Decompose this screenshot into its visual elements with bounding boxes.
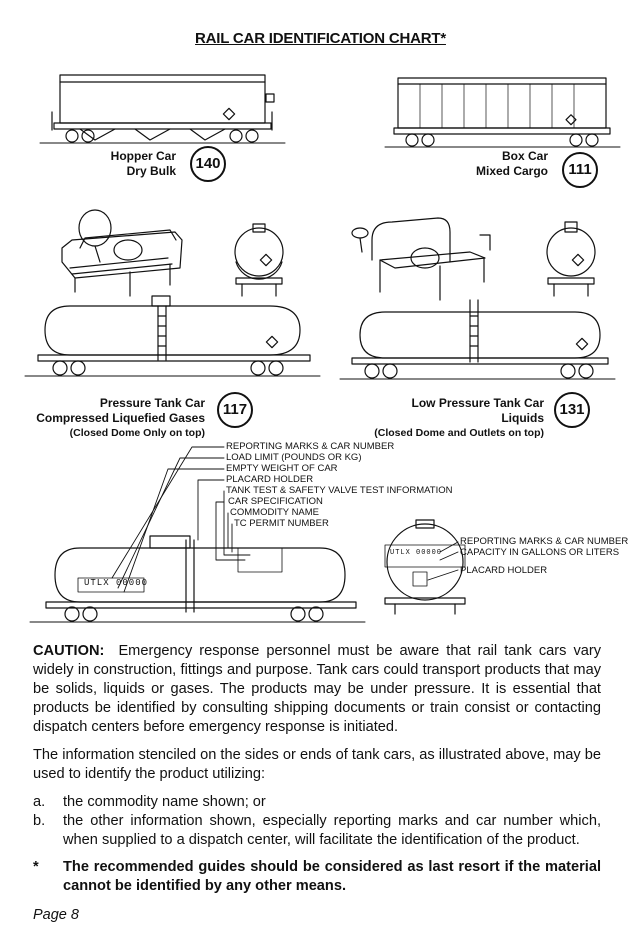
page-title: RAIL CAR IDENTIFICATION CHART* [195,30,446,47]
box-car-label: Box Car Mixed Cargo [440,149,548,179]
list-text: the other information shown, especially … [63,813,601,848]
low-pressure-tank-car-cargo: Liquids [501,411,544,425]
low-pressure-dome-detail [351,217,491,301]
guide-number-box: 111 [562,152,598,188]
box-car-drawing [384,77,621,148]
hopper-car-cargo: Dry Bulk [126,164,176,178]
pressure-tank-car-note: (Closed Dome Only on top) [69,427,205,439]
end-callout-placard-holder: PLACARD HOLDER [460,565,548,576]
callout-reporting-marks: REPORTING MARKS & CAR NUMBER [226,441,395,452]
pressure-tank-car-cargo: Compressed Liquefied Gases [36,411,205,425]
pressure-tank-side [24,295,321,377]
list-item: b. the other information shown, especial… [33,812,601,850]
hopper-car-label: Hopper Car Dry Bulk [80,149,176,179]
guide-number-hopper: 140 [190,146,226,182]
box-car-name: Box Car [501,149,548,163]
low-pressure-tank-car-label: Low Pressure Tank Car Liquids (Closed Do… [330,396,544,441]
hopper-car-drawing [39,74,286,144]
annotated-tank-car [29,535,366,623]
caution-paragraph: CAUTION: Emergency response personnel mu… [33,642,601,737]
caution-label: CAUTION: [33,643,105,659]
tank-end-stencil: UTLX 00000 [390,549,443,557]
list-marker: a. [33,794,46,810]
list-item: a. the commodity name shown; or [33,793,601,812]
callout-placard-holder: PLACARD HOLDER [226,474,314,485]
box-car-cargo: Mixed Cargo [475,164,548,178]
low-pressure-tank-car-note: (Closed Dome and Outlets on top) [374,427,544,439]
list-text: the commodity name shown; or [63,794,266,810]
guide-number-low-pressure-tank: 131 [554,392,590,428]
caution-text: Emergency response personnel must be awa… [33,643,602,735]
pressure-tank-car-name: Pressure Tank Car [99,396,205,410]
callout-empty-weight: EMPTY WEIGHT OF CAR [226,463,338,474]
list-marker: b. [33,813,46,829]
footnote-text: The recommended guides should be conside… [63,859,601,894]
pressure-dome-detail [61,209,183,297]
callout-tc-permit: TC PERMIT NUMBER [234,518,329,529]
body-text: CAUTION: Emergency response personnel mu… [33,642,601,896]
hopper-car-name: Hopper Car [110,149,176,163]
footnote: * The recommended guides should be consi… [33,858,601,896]
callout-tank-test: TANK TEST & SAFETY VALVE TEST INFORMATIO… [226,485,453,496]
tank-side-stencil: UTLX 00000 [84,578,149,588]
pressure-end-view [234,223,284,297]
low-pressure-end-view [546,221,596,297]
rail-car-illustrations [24,74,621,623]
end-callout-reporting-marks: REPORTING MARKS & CAR NUMBER [460,536,629,547]
low-pressure-tank-side [339,299,616,380]
side-callout-leaders [111,446,251,593]
info-paragraph: The information stenciled on the sides o… [33,747,601,782]
callout-load-limit: LOAD LIMIT (POUNDS OR KG) [226,452,362,463]
callout-car-specification: CAR SPECIFICATION [228,496,323,507]
page-number: Page 8 [33,907,79,923]
side-callout-list: REPORTING MARKS & CAR NUMBER LOAD LIMIT … [226,441,452,529]
pressure-tank-car-label: Pressure Tank Car Compressed Liquefied G… [20,396,205,441]
callout-commodity-name: COMMODITY NAME [230,507,320,518]
low-pressure-tank-car-name: Low Pressure Tank Car [411,396,545,410]
end-callout-leaders [427,541,459,581]
end-callout-capacity: CAPACITY IN GALLONS OR LITERS [460,547,620,558]
footnote-marker: * [33,859,39,875]
end-callout-list: REPORTING MARKS & CAR NUMBER CAPACITY IN… [460,536,628,576]
guide-number-pressure-tank: 117 [217,392,253,428]
annotated-end-view [384,519,466,615]
